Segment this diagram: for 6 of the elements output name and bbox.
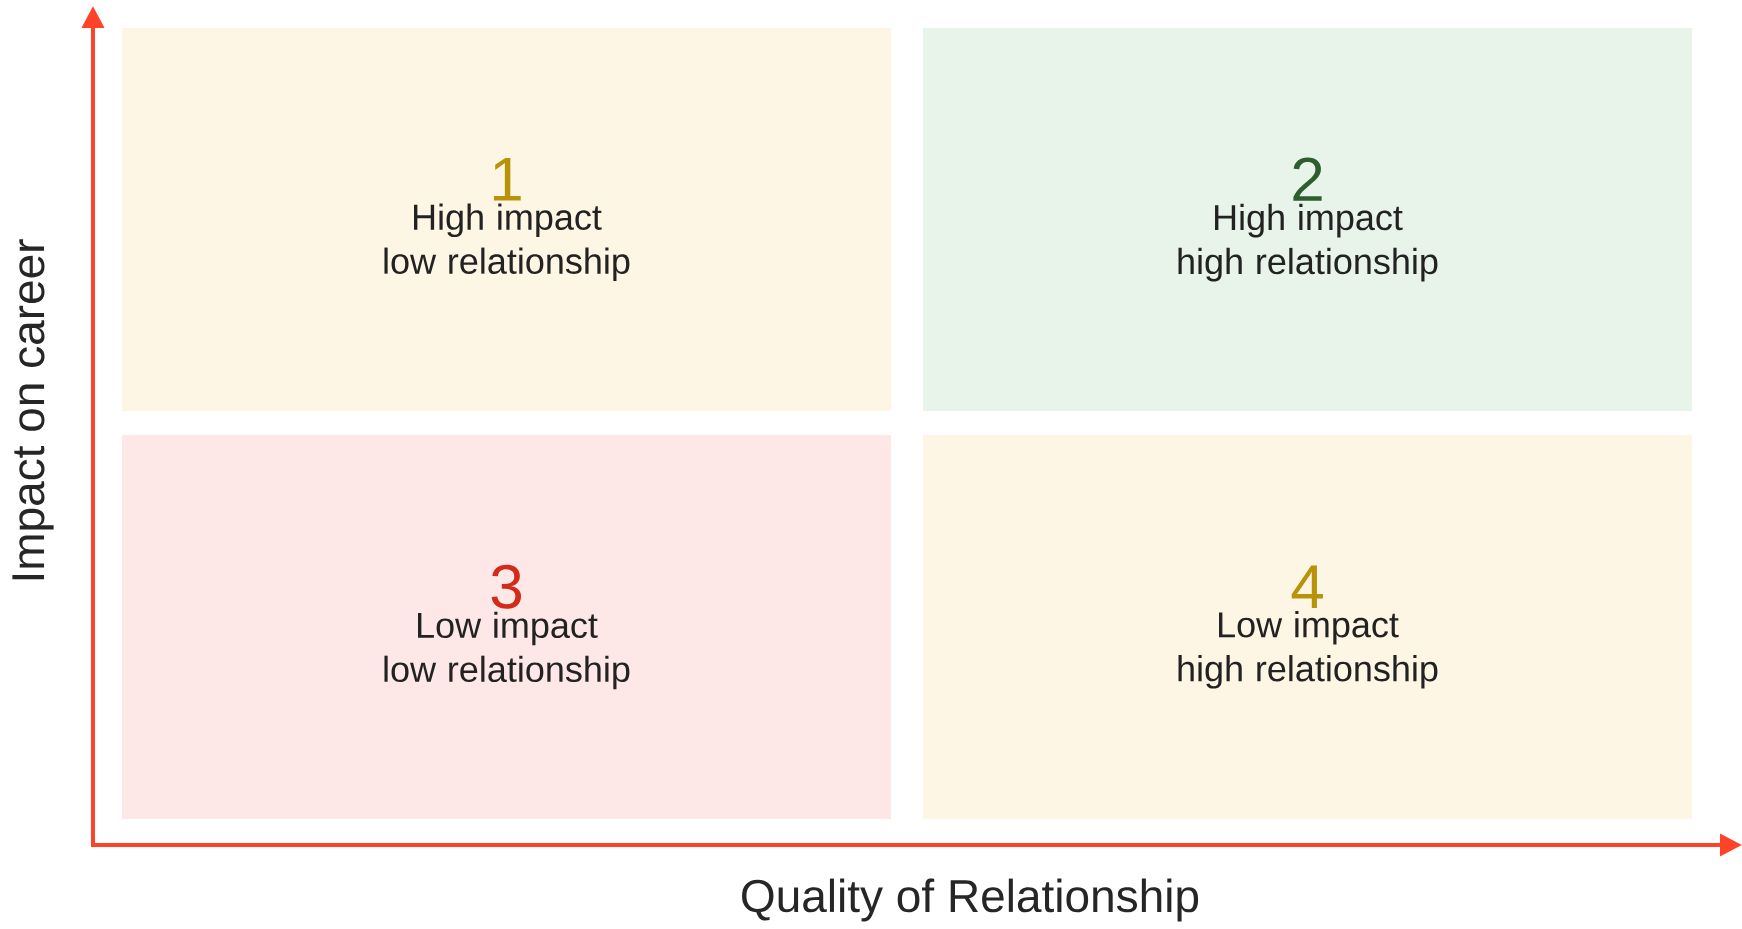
quadrant-box: 3 Low impact low relationship — [122, 435, 891, 819]
axis-title: Quality of Relationship — [742, 878, 1199, 922]
axis-title: Impact on career — [12, 239, 54, 580]
quadrant-box: 1 High impact low relationship — [122, 28, 891, 411]
quadrant-box: 2 High impact high relationship — [923, 28, 1692, 411]
quadrant-box: 4 Low impact high relationship — [923, 435, 1692, 819]
